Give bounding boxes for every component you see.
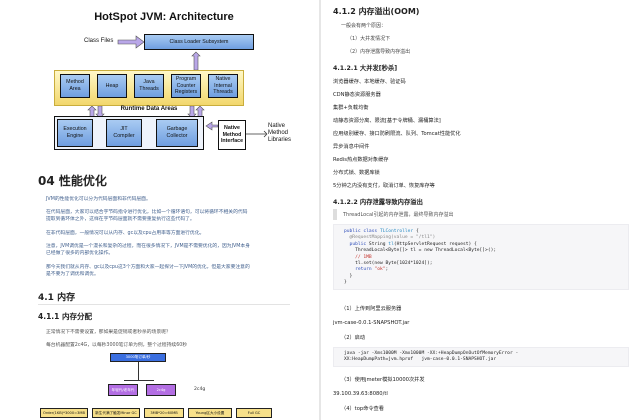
paragraph: 注意，JVM调优是一个漫长和复杂的过程，而在很多情况下，JVM是不需要优化的，因… [46, 244, 250, 257]
code-line: java -jar -Xms1000M -Xmx1000M -XX:+HeapD… [344, 351, 519, 356]
connector [138, 362, 139, 380]
step-value: 39.100.39.63:8080/tl [333, 391, 388, 397]
orders-box: 3000笔订单/秒 [110, 353, 166, 362]
generation-box: 年轻代/老年代 [108, 384, 138, 396]
code-line: return "ok"; [355, 267, 389, 273]
step-label: （1）上传到阿里云服务器 [341, 306, 402, 312]
section-rule [38, 304, 290, 305]
flow-step-box: Young区大小设置 [188, 408, 232, 418]
subsection-heading: 4.1.2.2 内存泄露导致内存溢出 [333, 199, 423, 206]
paragraph: JVM的性能优化可以分为代码层面和非代码层面。 [46, 197, 151, 202]
flow-step-box: 新生代满了触发Minor GC [92, 408, 140, 418]
garbage-collector-box: Garbage Collector [156, 119, 198, 147]
blockquote-bar [333, 209, 337, 220]
list-item: （2）内存泄露导致内存溢出 [347, 49, 411, 55]
program-counter-box: Program Counter Registers [171, 74, 201, 98]
native-libraries-label: Native Method Libraries [268, 123, 292, 143]
runtime-data-areas-label: Runtime Data Areas [120, 106, 178, 112]
subsection-heading: 4.1.1 内存分配 [38, 312, 92, 321]
list-item: 异步消息中间件 [333, 144, 370, 150]
native-interface-box: Native Method Interface [218, 120, 246, 150]
diagram-title: HotSpot JVM: Architecture [94, 11, 234, 23]
list-item: CDN静态资源服务器 [333, 92, 381, 98]
paragraph: 一般会有两个原因： [341, 23, 387, 29]
heap-box: Heap [97, 74, 127, 98]
machine-box: 2c4g [146, 384, 176, 396]
method-area-box: Method Area [60, 74, 90, 98]
chapter-title: 04 性能优化 [38, 174, 107, 188]
code-line: // 1MB [344, 254, 372, 260]
section-heading: 4.1 内存 [38, 293, 76, 303]
paragraph: 正常情况下不需要设置，那如果是促销或者秒杀的场景呢？ [46, 330, 171, 335]
jit-compiler-box: JIT Compiler [106, 119, 142, 147]
code-block: public class TLController { @RequestMapp… [333, 224, 629, 290]
list-item: 浏览器缓存、本地缓存、验证码 [333, 79, 406, 85]
code-line: @RequestMapping(value = "/tl1") [344, 235, 436, 241]
code-line: public String tl(HttpServletRequest requ… [349, 241, 477, 247]
paragraph: 那今天我们就从内存、gc以及cpu这3个方面和大家一起探讨一下JVM的优化，但是… [46, 265, 250, 278]
section-heading: 4.1.2 内存溢出(OOM) [333, 7, 420, 16]
execution-engine-box: Execution Engine [57, 119, 93, 147]
diagram-arrows [87, 35, 268, 138]
code-line: } [344, 273, 353, 279]
flow-step-box: Full GC [236, 408, 272, 418]
step-label: （2）启动 [341, 335, 366, 341]
list-item: 集群+负载均衡 [333, 105, 369, 111]
list-item: 分布式锁、数据库锁 [333, 170, 380, 176]
java-threads-box: Java Threads [134, 74, 164, 98]
list-item: （1）大并发情况下 [347, 36, 391, 42]
code-line: XX:HeapDumpPath=jvm.hprof jvm-case-0.0.1… [344, 357, 497, 363]
step-value: jvm-case-0.0.1-SNAPSHOT.jar [333, 320, 410, 326]
step-label: （4）top命令查看 [341, 406, 384, 412]
code-line: tl.set(new Byte[1024*1024]); [344, 261, 433, 267]
connector [124, 380, 154, 381]
code-line: public class TLController { [344, 229, 419, 234]
native-threads-box: Native Internal Threads [208, 74, 238, 98]
paragraph: 在代码层面，大家可以结合字节码指令进行优化，比如一个循环语句，可以将循环不相关的… [46, 210, 248, 223]
right-page: 4.1.2 内存溢出(OOM) 一般会有两个原因： （1）大并发情况下 （2）内… [321, 0, 640, 420]
list-item: 动静态资源分离、限流[基于令牌桶、漏桶算法] [333, 118, 441, 124]
flow-step-box: Order(1KB)*3000=3MB [40, 408, 88, 418]
jvm-architecture-diagram: HotSpot JVM: Architecture Class Files Cl… [46, 8, 291, 158]
paragraph: 在非代码层面，一般情况可以从内存、gc以及cpu占用率等方面进行优化。 [46, 231, 205, 236]
machine-label: 2c4g [194, 387, 206, 392]
blockquote-text: ThreadLocal引起的内存泄露，最终导致内存溢出 [343, 212, 454, 218]
step-label: （3）使用jmeter模拟10000次并发 [341, 377, 425, 383]
class-loader-box: Class Loader Subsystem [144, 34, 254, 50]
class-files-label: Class Files [84, 38, 114, 44]
subsection-heading: 4.1.2.1 大并发[秒杀] [333, 65, 398, 72]
flow-step-box: 3MB*20=60MB [144, 408, 184, 418]
page-divider [319, 0, 321, 420]
list-item: 5分钟之内没有支付，取消订单、恢复库存等 [333, 183, 435, 189]
code-line: } [344, 280, 347, 286]
left-page: HotSpot JVM: Architecture Class Files Cl… [0, 0, 319, 420]
list-item: Redis热点数据对象缓存 [333, 157, 389, 163]
code-line: ThreadLocal<Byte[]> tl = new ThreadLocal… [344, 248, 497, 254]
command-block: java -jar -Xms1000M -Xmx1000M -XX:+HeapD… [333, 347, 629, 367]
paragraph: 每台机器配置2c4G，以每秒3000笔订单为例，整个过程持续60秒 [46, 343, 188, 348]
list-item: 应用级别缓存、接口防刷限流、队列、Tomcat性能优化 [333, 131, 461, 137]
